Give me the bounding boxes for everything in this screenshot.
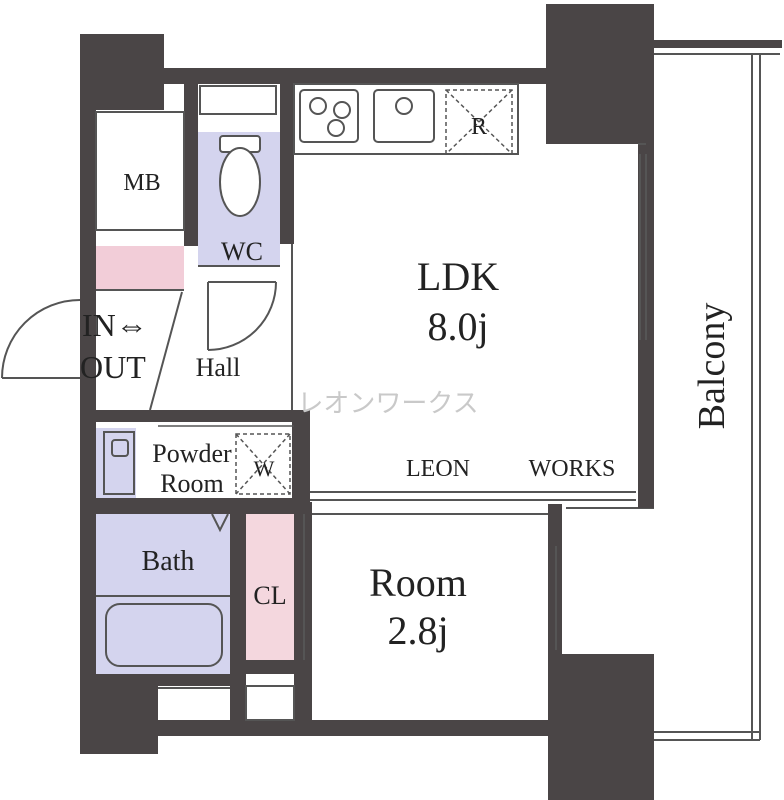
washer-space	[235, 433, 291, 495]
label-powder-line1: Powder	[152, 439, 232, 468]
bath-floor	[96, 514, 230, 674]
label-entrance-in: IN⇔	[82, 307, 148, 343]
label-ldk-size: 8.0j	[427, 304, 488, 349]
washbasin	[103, 431, 135, 495]
fridge-space	[445, 89, 513, 155]
toilet-fixture	[219, 135, 261, 217]
watermark-leon: LEON	[406, 456, 470, 482]
entrance-door	[1, 299, 81, 379]
closet-floor	[246, 514, 294, 660]
label-washer: W	[254, 456, 275, 481]
label-closet: CL	[253, 581, 286, 610]
walls	[80, 4, 654, 800]
stove	[299, 89, 359, 143]
label-powder-line2: Room	[160, 469, 224, 498]
label-entrance-out: OUT	[80, 349, 146, 385]
label-fridge: R	[471, 114, 487, 140]
label-bath: Bath	[142, 546, 195, 577]
sink	[373, 89, 435, 143]
watermark-katakana: レオンワークス	[297, 389, 478, 419]
bathtub	[96, 513, 230, 667]
label-balcony: Balcony	[691, 303, 733, 430]
label-wc: WC	[221, 237, 263, 266]
label-mb: MB	[123, 170, 160, 196]
balcony-area	[566, 45, 780, 741]
watermark-works: WORKS	[529, 456, 616, 482]
label-hall: Hall	[196, 353, 241, 382]
label-ldk-name: LDK	[417, 254, 499, 299]
label-room-name: Room	[369, 560, 467, 605]
kitchen-counter	[293, 83, 519, 155]
partitions	[95, 85, 647, 721]
hall-door	[207, 281, 277, 351]
entrance-step	[96, 246, 184, 290]
label-room-size: 2.8j	[387, 608, 448, 653]
balcony-rail	[654, 40, 782, 48]
powder-floor-left	[96, 428, 136, 498]
